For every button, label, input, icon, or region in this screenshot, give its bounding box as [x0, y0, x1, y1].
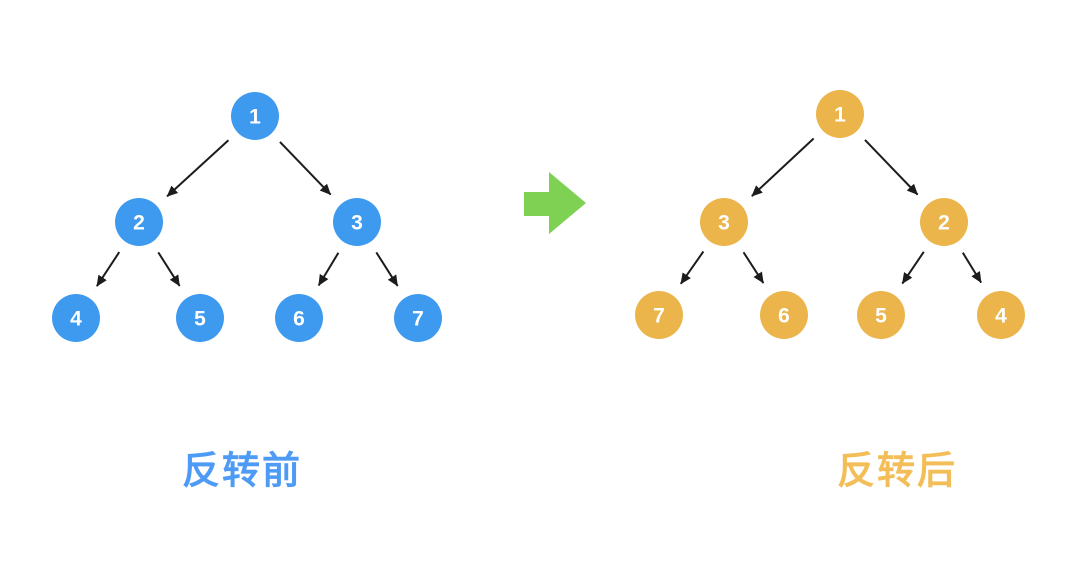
edge-before-1-2 — [166, 139, 230, 198]
node-value-before-6: 6 — [293, 308, 305, 331]
edge-before-1-3 — [279, 141, 332, 196]
node-value-before-3: 3 — [351, 212, 363, 235]
edge-before-3-6 — [317, 252, 340, 286]
node-before-3 — [333, 198, 381, 246]
node-before-2 — [115, 198, 163, 246]
edge-after-2-5 — [901, 251, 925, 285]
node-after-1 — [816, 90, 864, 138]
edge-after-2-4 — [961, 252, 982, 284]
node-before-7 — [394, 294, 442, 342]
node-value-after-7: 7 — [653, 305, 665, 328]
label-before-inversion: 反转前 — [181, 450, 303, 493]
node-value-after-1: 1 — [834, 104, 846, 127]
edge-before-2-4 — [96, 251, 121, 287]
node-value-after-6: 6 — [778, 305, 790, 328]
node-after-2 — [920, 198, 968, 246]
node-before-1 — [231, 92, 279, 140]
edge-after-3-7 — [679, 250, 705, 285]
transform-arrow-icon — [524, 172, 586, 234]
node-value-after-4: 4 — [995, 305, 1007, 328]
node-value-after-2: 2 — [938, 212, 950, 235]
node-after-4 — [977, 291, 1025, 339]
node-after-5 — [857, 291, 905, 339]
node-after-6 — [760, 291, 808, 339]
edge-after-1-3 — [751, 137, 815, 197]
tree-after: 1 3 2 7 6 5 4 — [635, 90, 1025, 339]
node-after-3 — [700, 198, 748, 246]
label-after-inversion: 反转后 — [836, 450, 958, 493]
node-value-after-5: 5 — [875, 305, 887, 328]
node-after-7 — [635, 291, 683, 339]
node-before-5 — [176, 294, 224, 342]
edge-after-1-2 — [864, 139, 919, 196]
node-value-before-7: 7 — [412, 308, 424, 331]
edge-before-3-7 — [375, 251, 399, 287]
tree-before: 1 2 3 4 5 6 7 — [52, 92, 442, 342]
node-value-before-4: 4 — [70, 308, 82, 331]
node-value-before-5: 5 — [194, 308, 206, 331]
edge-after-3-6 — [742, 251, 765, 284]
node-value-before-2: 2 — [133, 212, 145, 235]
edge-before-2-5 — [157, 251, 181, 287]
node-value-after-3: 3 — [718, 212, 730, 235]
node-value-before-1: 1 — [249, 106, 261, 129]
node-before-6 — [275, 294, 323, 342]
node-before-4 — [52, 294, 100, 342]
